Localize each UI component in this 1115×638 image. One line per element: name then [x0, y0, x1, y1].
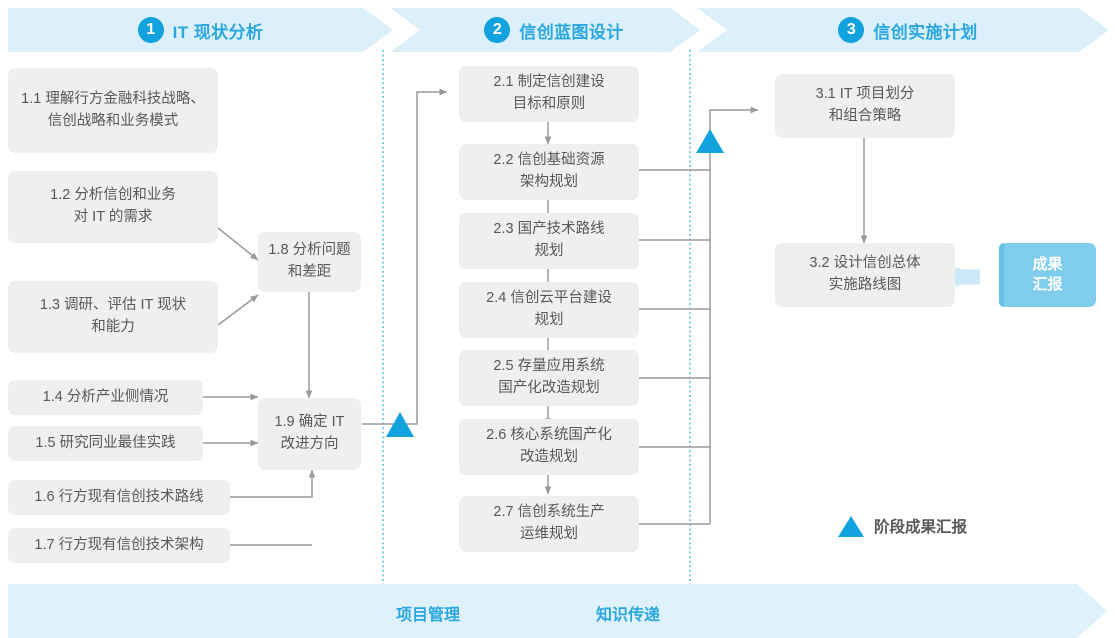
process-box-1-9[interactable]: 1.9 确定 IT 改进方向: [258, 398, 361, 470]
phase-number-1: 1: [137, 17, 164, 43]
phase-label-3: 信创实施计划: [873, 22, 978, 42]
phase-banner-3: 3 信创实施计划: [697, 8, 1109, 52]
process-box-2-3[interactable]: 2.3 国产技术路线 规划: [459, 213, 639, 269]
bottom-band-label-0: 项目管理: [396, 607, 461, 624]
process-box-2-7[interactable]: 2.7 信创系统生产 运维规划: [459, 496, 639, 552]
process-box-2-2[interactable]: 2.2 信创基础资源 架构规划: [459, 144, 639, 200]
phase-banner-2: 2 信创蓝图设计: [390, 8, 700, 52]
phase-number-2: 2: [484, 17, 511, 43]
process-box-3-1[interactable]: 3.1 IT 项目划分 和组合策略: [775, 74, 955, 138]
process-box-2-5[interactable]: 2.5 存量应用系统 国产化改造规划: [459, 350, 639, 406]
legend-milestone: 阶段成果汇报: [838, 515, 967, 537]
milestone-triangle-2: [696, 129, 724, 153]
process-box-1-4[interactable]: 1.4 分析产业侧情况: [8, 380, 203, 415]
process-box-1-2[interactable]: 1.2 分析信创和业务 对 IT 的需求: [8, 171, 218, 243]
process-box-2-6[interactable]: 2.6 核心系统国产化 改造规划: [459, 419, 639, 475]
process-box-3-2[interactable]: 3.2 设计信创总体 实施路线图: [775, 243, 955, 307]
process-box-1-6[interactable]: 1.6 行方现有信创技术路线: [8, 480, 230, 515]
phase-label-2: 信创蓝图设计: [519, 22, 624, 42]
process-box-1-7[interactable]: 1.7 行方现有信创技术架构: [8, 528, 230, 563]
process-box-1-1[interactable]: 1.1 理解行方金融科技战略、 信创战略和业务模式: [8, 68, 218, 153]
phase-number-3: 3: [838, 17, 865, 43]
outcome-box[interactable]: 成果 汇报: [999, 243, 1096, 307]
process-box-1-5[interactable]: 1.5 研究同业最佳实践: [8, 426, 203, 461]
bottom-band-label-1: 知识传递: [596, 607, 661, 624]
process-box-2-4[interactable]: 2.4 信创云平台建设 规划: [459, 282, 639, 338]
phase-label-1: IT 现状分析: [172, 22, 264, 42]
triangle-icon: [838, 515, 864, 537]
process-box-1-8[interactable]: 1.8 分析问题 和差距: [258, 232, 361, 292]
milestone-triangle-1: [386, 412, 414, 437]
phase-banner-1: 1 IT 现状分析: [8, 8, 393, 52]
legend-label: 阶段成果汇报: [874, 519, 968, 536]
process-box-1-3[interactable]: 1.3 调研、评估 IT 现状 和能力: [8, 281, 218, 353]
process-box-2-1[interactable]: 2.1 制定信创建设 目标和原则: [459, 66, 639, 122]
